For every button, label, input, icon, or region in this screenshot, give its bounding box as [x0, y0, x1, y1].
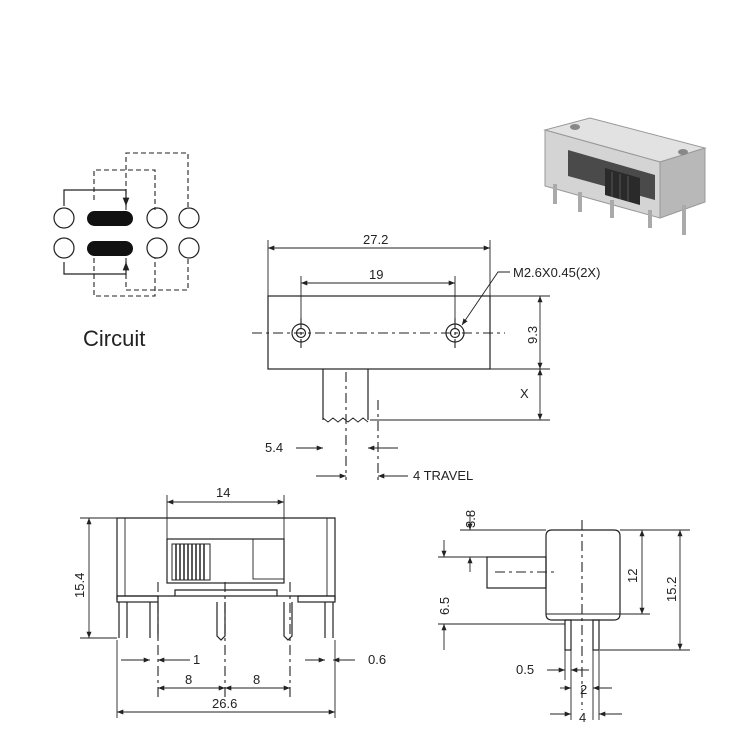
side-view-body	[545, 529, 621, 621]
top-view: 27.2 19 M2.6X0.45(2X) 9.3 X 5.4 4 TRAVEL	[252, 232, 600, 483]
slider-knob-ribs	[175, 544, 205, 580]
dim-actuator-height: 6.5	[437, 597, 452, 615]
dim-actuator-width: 5.4	[265, 440, 283, 455]
dim-pin-gap: 2	[580, 682, 587, 697]
dim-body-height: 9.3	[525, 326, 540, 344]
circuit-solid-links	[63, 189, 130, 275]
dim-pitch-left: 8	[185, 672, 192, 687]
contact-2c	[146, 237, 168, 259]
dim-pin-width: 1	[193, 652, 200, 667]
dim-front-height: 15.4	[72, 573, 87, 598]
circuit-title: Circuit	[83, 326, 145, 351]
dim-pin-span: 4	[579, 710, 586, 725]
dim-travel: 4 TRAVEL	[413, 468, 473, 483]
side-view: 3.8 6.5 12 15.2 0.5 2 4	[437, 510, 690, 725]
dim-side-body-height: 12	[625, 569, 640, 583]
front-view-body	[116, 517, 336, 600]
slider-contact-2	[87, 241, 133, 256]
front-view: 14 15.4 1 0.6 8 8 26.6	[72, 485, 386, 718]
dim-actuator-length: X	[520, 386, 529, 401]
dim-pin-thickness: 0.6	[368, 652, 386, 667]
dim-side-pin-thickness: 0.5	[516, 662, 534, 677]
dim-hole-pitch: 19	[369, 267, 383, 282]
product-photo	[543, 117, 707, 235]
contact-1c	[146, 207, 168, 229]
contact-1d	[178, 207, 200, 229]
thread-note: M2.6X0.45(2X)	[513, 265, 600, 280]
dim-slot-width: 14	[216, 485, 230, 500]
dim-overall-width: 27.2	[363, 232, 388, 247]
dim-side-overall-height: 15.2	[664, 577, 679, 602]
contact-2a	[53, 237, 75, 259]
dim-front-overall-width: 26.6	[212, 696, 237, 711]
dim-pitch-right: 8	[253, 672, 260, 687]
slider-contact-1	[87, 211, 133, 226]
circuit-diagram: Circuit	[53, 152, 200, 351]
contact-2d	[178, 237, 200, 259]
contact-1a	[53, 207, 75, 229]
dim-actuator-offset: 3.8	[463, 510, 478, 528]
